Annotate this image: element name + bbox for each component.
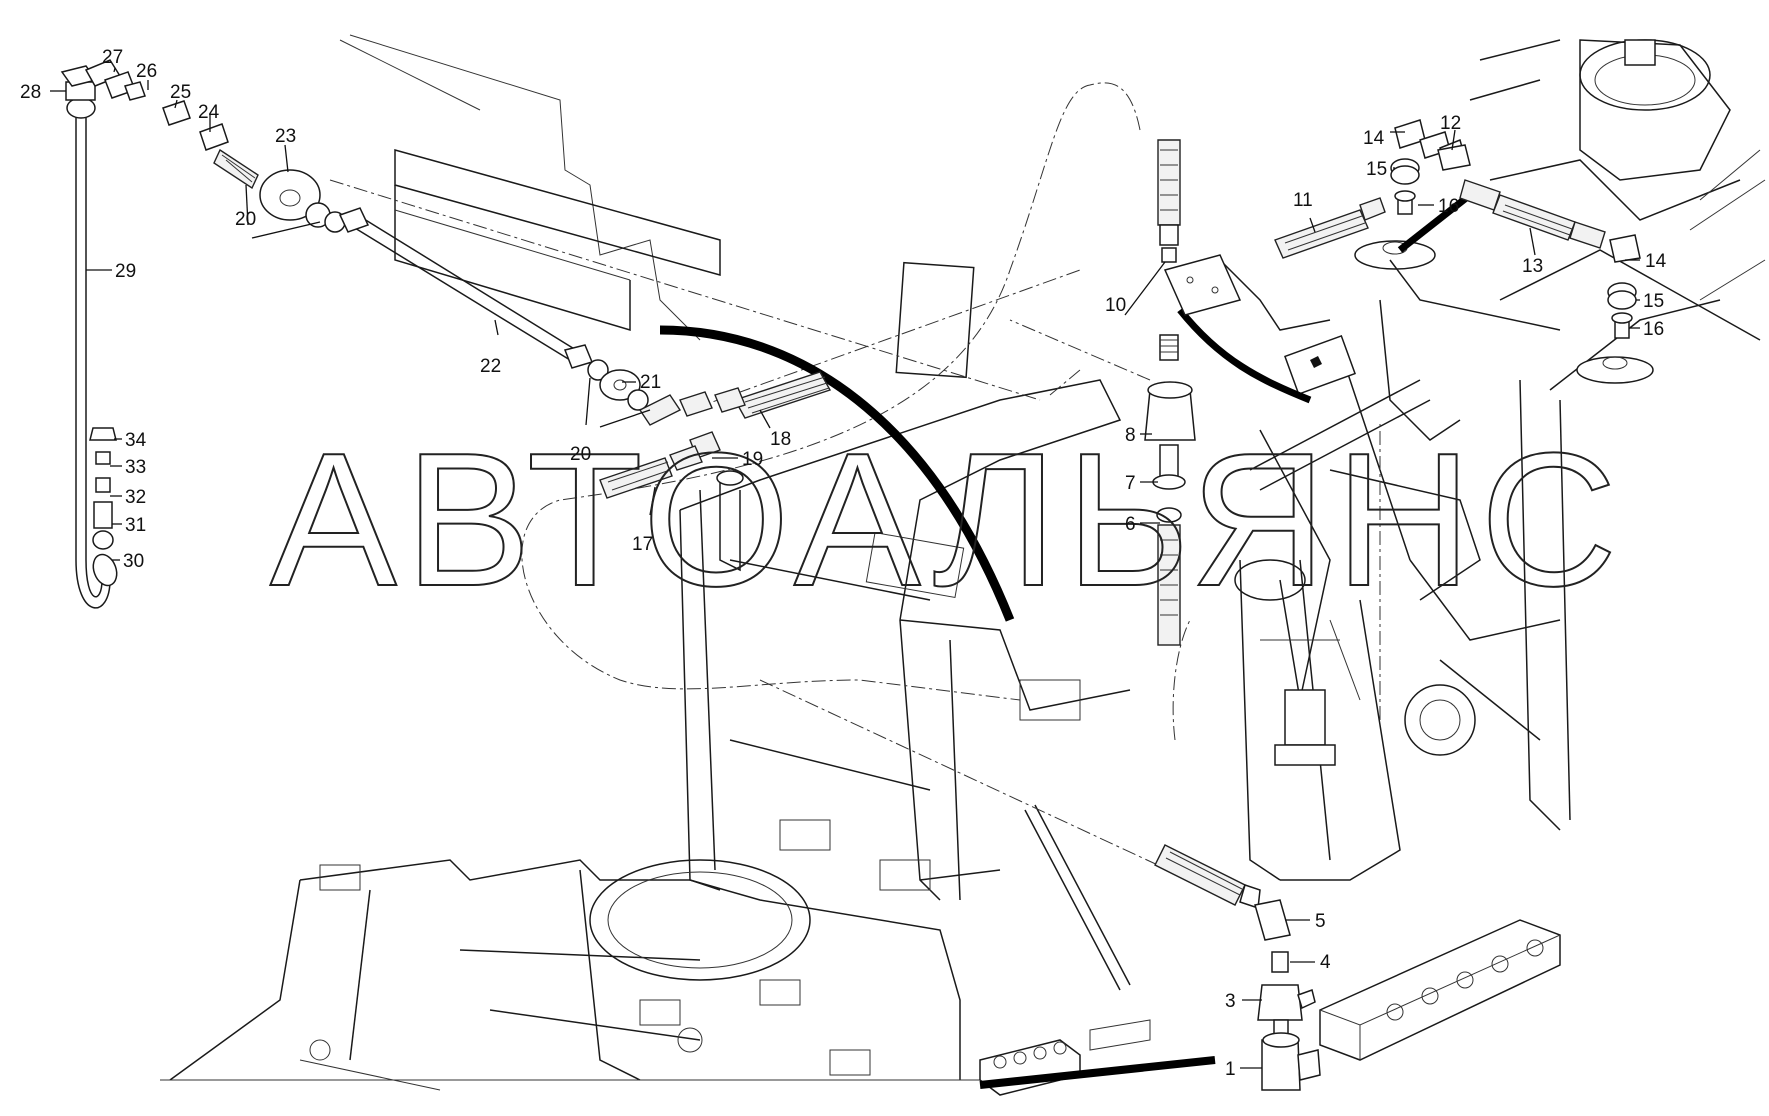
callout-12: 12	[1440, 113, 1461, 134]
callout-labels: 1 3 4 5 6 7 8 10 11 12 13 14 14 15 15 16…	[20, 47, 1667, 1080]
callout-11: 11	[1293, 190, 1313, 211]
callout-3: 3	[1225, 991, 1236, 1012]
callout-16b: 16	[1643, 319, 1664, 340]
callout-27: 27	[102, 47, 123, 68]
callout-15a: 15	[1366, 159, 1387, 180]
callout-6: 6	[1125, 514, 1136, 535]
callout-25: 25	[170, 82, 191, 103]
callout-5: 5	[1315, 911, 1326, 932]
callout-22: 22	[480, 356, 501, 377]
callout-14b: 14	[1645, 251, 1667, 272]
callout-18: 18	[770, 429, 791, 450]
hose-11-13-assembly	[1274, 119, 1641, 339]
callout-17: 17	[632, 534, 653, 555]
routing-lines	[329, 82, 1381, 881]
engine-assembly	[1219, 39, 1766, 881]
bold-leaders	[659, 192, 1473, 1089]
callout-26: 26	[136, 61, 157, 82]
fitting-chain-top-left	[104, 71, 649, 411]
callout-20a: 20	[570, 444, 591, 465]
callout-29: 29	[115, 261, 136, 282]
bottom-fittings	[1154, 844, 1321, 1091]
callout-23: 23	[275, 126, 296, 147]
callout-13: 13	[1522, 256, 1543, 277]
callout-20b: 20	[235, 209, 256, 230]
callout-1: 1	[1225, 1059, 1236, 1080]
callout-8: 8	[1125, 425, 1136, 446]
callout-31: 31	[125, 515, 146, 536]
callout-14a: 14	[1363, 128, 1385, 149]
callout-16a: 16	[1438, 196, 1459, 217]
callout-19: 19	[742, 449, 763, 470]
callout-7: 7	[1125, 473, 1136, 494]
hose-17-18-19	[599, 371, 832, 572]
callout-28: 28	[20, 82, 41, 103]
callout-30: 30	[123, 551, 144, 572]
callout-24: 24	[198, 102, 220, 123]
callout-10: 10	[1105, 295, 1126, 316]
leader-lines	[50, 67, 1640, 1069]
callout-33: 33	[125, 457, 146, 478]
hose-6-10-assembly	[1144, 139, 1242, 646]
callout-32: 32	[125, 487, 146, 508]
callout-15b: 15	[1643, 291, 1664, 312]
watermark-text: АВТОАЛЬЯНС	[270, 414, 1625, 626]
pipe-29-assembly	[60, 59, 122, 609]
callout-34: 34	[125, 430, 147, 451]
callout-21: 21	[640, 372, 661, 393]
machine-frame	[160, 34, 1561, 1096]
callout-4: 4	[1320, 952, 1331, 973]
